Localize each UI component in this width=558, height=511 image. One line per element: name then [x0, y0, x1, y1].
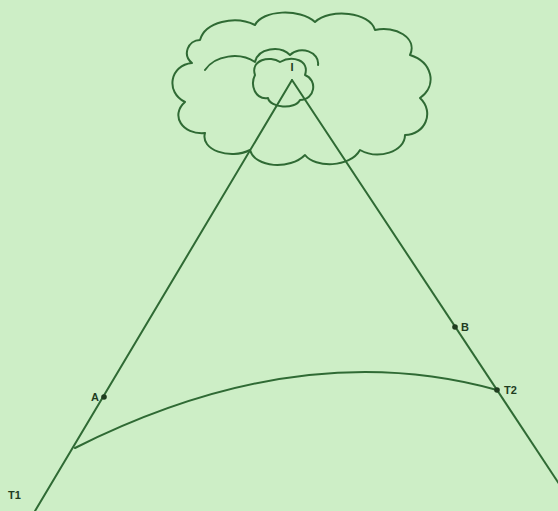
point-label: T1: [8, 490, 21, 501]
point-label: A: [91, 392, 99, 403]
point-dot: [452, 324, 458, 330]
point-dot: [494, 387, 500, 393]
point-label: T2: [504, 385, 517, 396]
tangent-line-left: [35, 80, 292, 511]
point-label: I: [290, 62, 293, 73]
point-label: B: [461, 322, 469, 333]
tangent-line-right: [292, 80, 558, 511]
point-dot: [101, 394, 107, 400]
cloud-outline: [172, 13, 430, 165]
arc-curve: [75, 372, 497, 448]
